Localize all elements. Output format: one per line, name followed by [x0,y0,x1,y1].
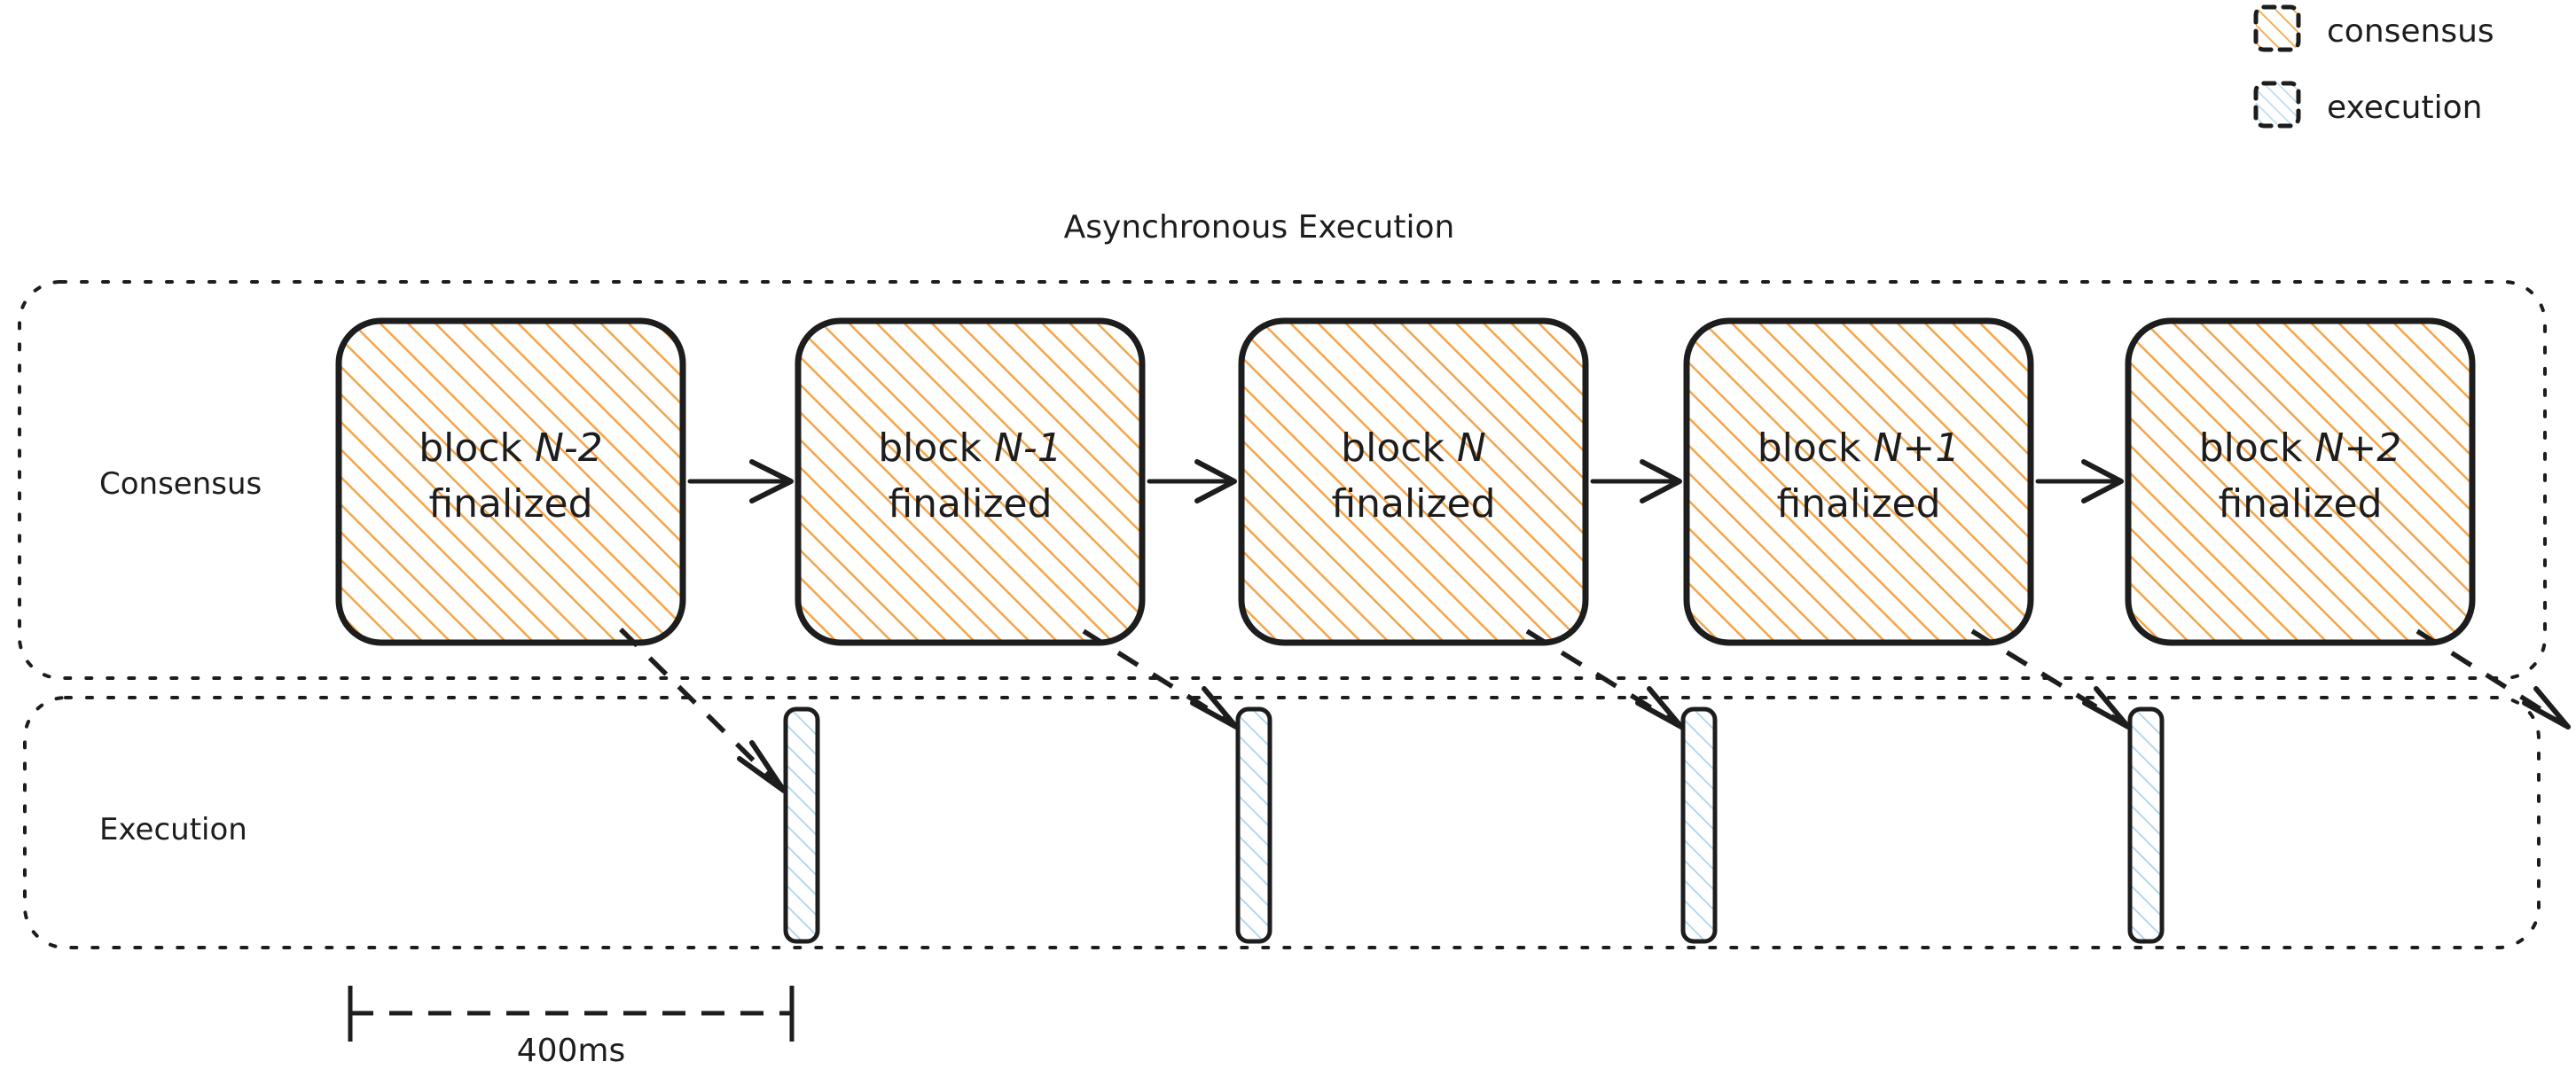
consensus-block-shape-4 [1683,317,2034,646]
consensus-block-label-3: block N finalized [1331,425,1495,527]
chain-arrow-2 [1147,459,1237,503]
block-label-prefix-5: block [2199,425,2315,471]
dispatch-arrow-5 [2415,628,2571,730]
execution-bar-shape-1 [783,706,820,944]
svg-text:block N-2: block N-2 [419,425,603,471]
consensus-lane-container [18,280,2547,680]
consensus-hatch-swatch [2253,4,2301,52]
interval-dimension [348,986,795,1042]
execution-bar-4[interactable] [2127,706,2165,944]
svg-text:block N-1: block N-1 [878,425,1062,471]
block-label-index-4: N+1 [1873,425,1960,471]
block-label-prefix-3: block [1341,425,1457,471]
execution-bar-1[interactable] [783,706,820,944]
execution-bar-shape-4 [2127,706,2165,944]
legend-item-consensus [2253,4,2301,52]
block-label-index-5: N+2 [2314,425,2401,471]
consensus-block-label-4: block N+1 finalized [1758,425,1961,527]
diagram-title: Asynchronous Execution [1064,209,1455,246]
block-label-state-2: finalized [888,481,1052,527]
dispatch-arrow-4 [1970,628,2131,730]
dispatch-arrow-2 [1082,628,1239,730]
legend-label-execution: execution [2327,90,2482,126]
block-label-index-1: N-2 [535,425,603,471]
dispatch-arrow-1 [619,628,787,793]
consensus-block-4[interactable] [1683,317,2034,646]
chain-arrow-4 [2035,459,2124,503]
svg-text:block N: block N [1341,425,1486,471]
block-label-prefix-4: block [1758,425,1874,471]
legend-label-consensus: consensus [2327,13,2494,50]
execution-hatch-swatch [2253,81,2301,129]
svg-text:block N+2: block N+2 [2199,425,2402,471]
chain-arrow-1 [687,459,794,503]
execution-lane-container [23,696,2541,949]
consensus-block-5[interactable] [2125,317,2476,646]
chain-arrow-3 [1590,459,1682,503]
consensus-block-3[interactable] [1238,317,1589,646]
dispatch-arrow-3 [1525,628,1684,730]
execution-bar-3[interactable] [1680,706,1718,944]
consensus-block-label-2: block N-1 finalized [878,425,1062,527]
lane-label-execution: Execution [99,812,247,847]
execution-bar-shape-3 [1680,706,1718,944]
interval-label: 400ms [517,1033,626,1069]
block-label-state-4: finalized [1776,481,1940,527]
block-label-state-3: finalized [1331,481,1495,527]
consensus-block-shape-1 [335,317,686,646]
block-label-state-5: finalized [2218,481,2382,527]
consensus-block-shape-3 [1238,317,1589,646]
consensus-block-2[interactable] [795,317,1146,646]
svg-text:block N+1: block N+1 [1758,425,1961,471]
legend [2253,4,2301,129]
consensus-block-shape-5 [2125,317,2476,646]
block-label-index-2: N-1 [994,425,1062,471]
block-label-index-3: N [1457,425,1486,471]
execution-bar-shape-2 [1235,706,1272,944]
consensus-block-label-5: block N+2 finalized [2199,425,2402,527]
execution-bar-2[interactable] [1235,706,1272,944]
consensus-block-1[interactable] [335,317,686,646]
consensus-block-label-1: block N-2 finalized [419,425,603,527]
block-label-prefix-1: block [419,425,535,471]
block-label-prefix-2: block [878,425,994,471]
legend-item-execution [2253,81,2301,129]
block-label-state-1: finalized [428,481,592,527]
lane-label-consensus: Consensus [99,466,262,502]
consensus-block-shape-2 [795,317,1146,646]
